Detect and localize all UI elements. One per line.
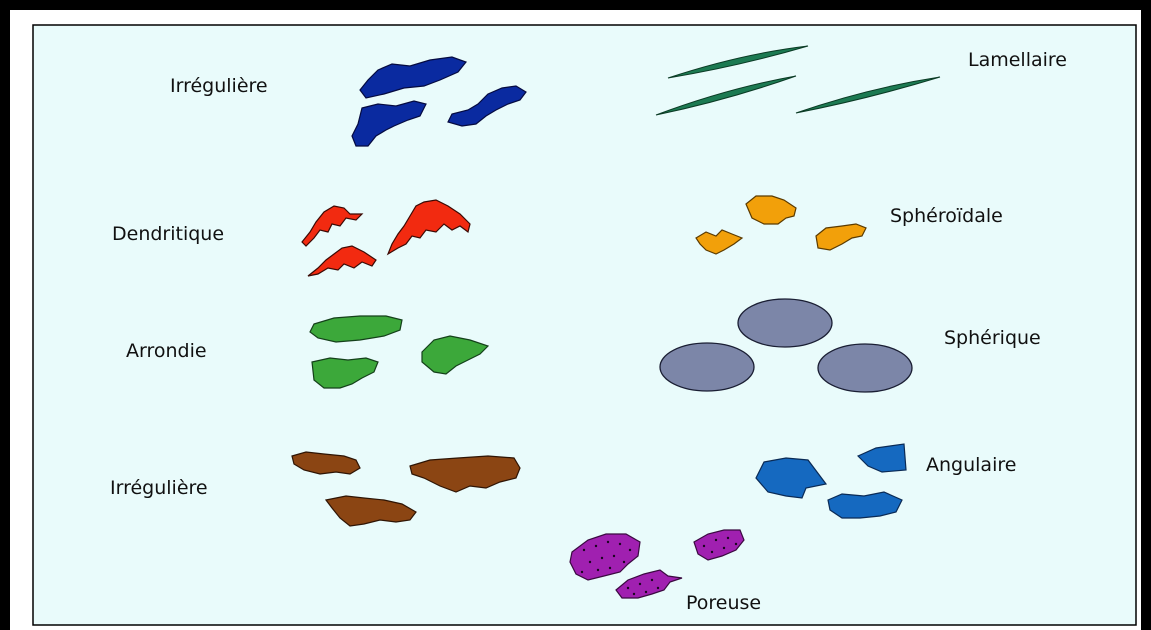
- spherical-particle-right: [818, 344, 912, 392]
- pore-dot: [703, 545, 705, 547]
- pore-dot: [651, 579, 653, 581]
- diagram-border-left: [0, 0, 10, 630]
- pore-dot: [623, 561, 625, 563]
- pore-dot: [639, 583, 641, 585]
- pore-dot: [601, 557, 603, 559]
- pore-dot: [583, 549, 585, 551]
- pore-dot: [613, 555, 615, 557]
- pore-dot: [629, 549, 631, 551]
- pore-dot: [723, 547, 725, 549]
- pore-dot: [735, 543, 737, 545]
- pore-dot: [589, 561, 591, 563]
- pore-dot: [595, 545, 597, 547]
- pore-dot: [657, 587, 659, 589]
- label-dendritique: Dendritique: [112, 223, 224, 245]
- label-spheroidale: Sphéroïdale: [890, 205, 1003, 227]
- pore-dot: [711, 551, 713, 553]
- pore-dot: [581, 571, 583, 573]
- pore-dot: [715, 539, 717, 541]
- label-poreuse: Poreuse: [686, 592, 761, 614]
- pore-dot: [633, 593, 635, 595]
- label-angulaire: Angulaire: [926, 454, 1016, 476]
- pore-dot: [627, 587, 629, 589]
- label-arrondie: Arrondie: [126, 340, 207, 362]
- spherical-particle-top: [738, 299, 832, 347]
- pore-dot: [607, 541, 609, 543]
- pore-dot: [727, 537, 729, 539]
- pore-dot: [619, 543, 621, 545]
- label-lamellaire: Lamellaire: [968, 49, 1067, 71]
- diagram-border-right: [1141, 0, 1151, 630]
- diagram-background: [33, 25, 1136, 625]
- label-spherique: Sphérique: [944, 327, 1041, 349]
- pore-dot: [609, 567, 611, 569]
- spherical-particle-left: [660, 343, 754, 391]
- diagram-border-top: [0, 0, 1151, 10]
- pore-dot: [597, 569, 599, 571]
- label-irreguliere-top: Irrégulière: [170, 75, 268, 97]
- pore-dot: [645, 591, 647, 593]
- label-irreguliere-bottom: Irrégulière: [110, 477, 208, 499]
